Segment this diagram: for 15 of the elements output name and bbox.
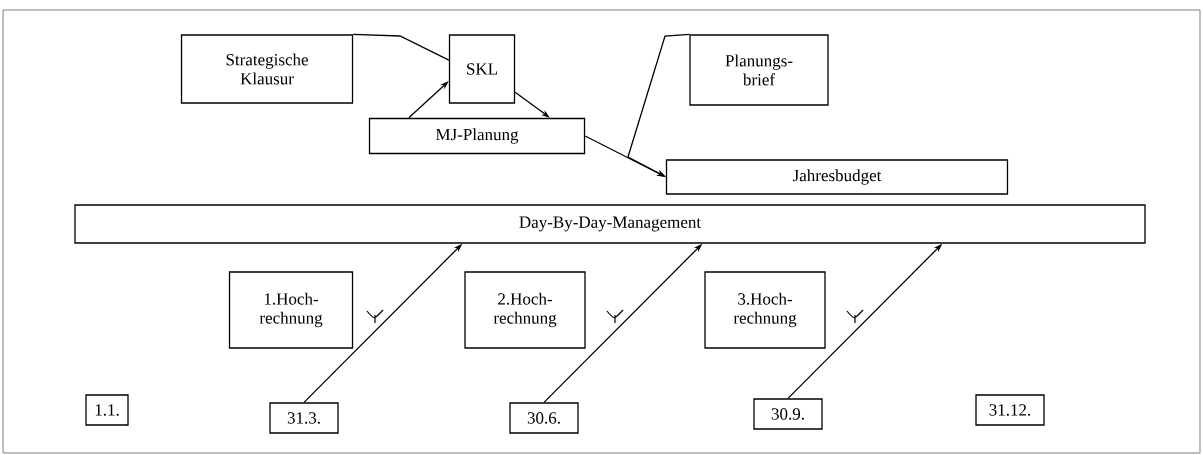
date-box: 30.9. — [753, 398, 823, 430]
date-box: 30.6. — [509, 402, 579, 434]
process-box: Jahresbudget — [665, 159, 1009, 195]
date-box: 31.12. — [975, 394, 1045, 426]
process-box: Planungs- brief — [689, 34, 829, 106]
process-box: 3.Hoch- rechnung — [704, 271, 826, 349]
process-box: 1.Hoch- rechnung — [228, 271, 354, 349]
process-box: Strategische Klausur — [180, 34, 354, 104]
process-box: Day-By-Day-Management — [74, 204, 1146, 244]
process-box: 2.Hoch- rechnung — [464, 271, 586, 349]
process-box: MJ-Planung — [368, 117, 586, 155]
date-box: 31.3. — [269, 402, 339, 434]
date-box: 1.1. — [85, 394, 129, 426]
process-box: SKL — [448, 34, 516, 104]
arrow — [627, 33, 690, 177]
